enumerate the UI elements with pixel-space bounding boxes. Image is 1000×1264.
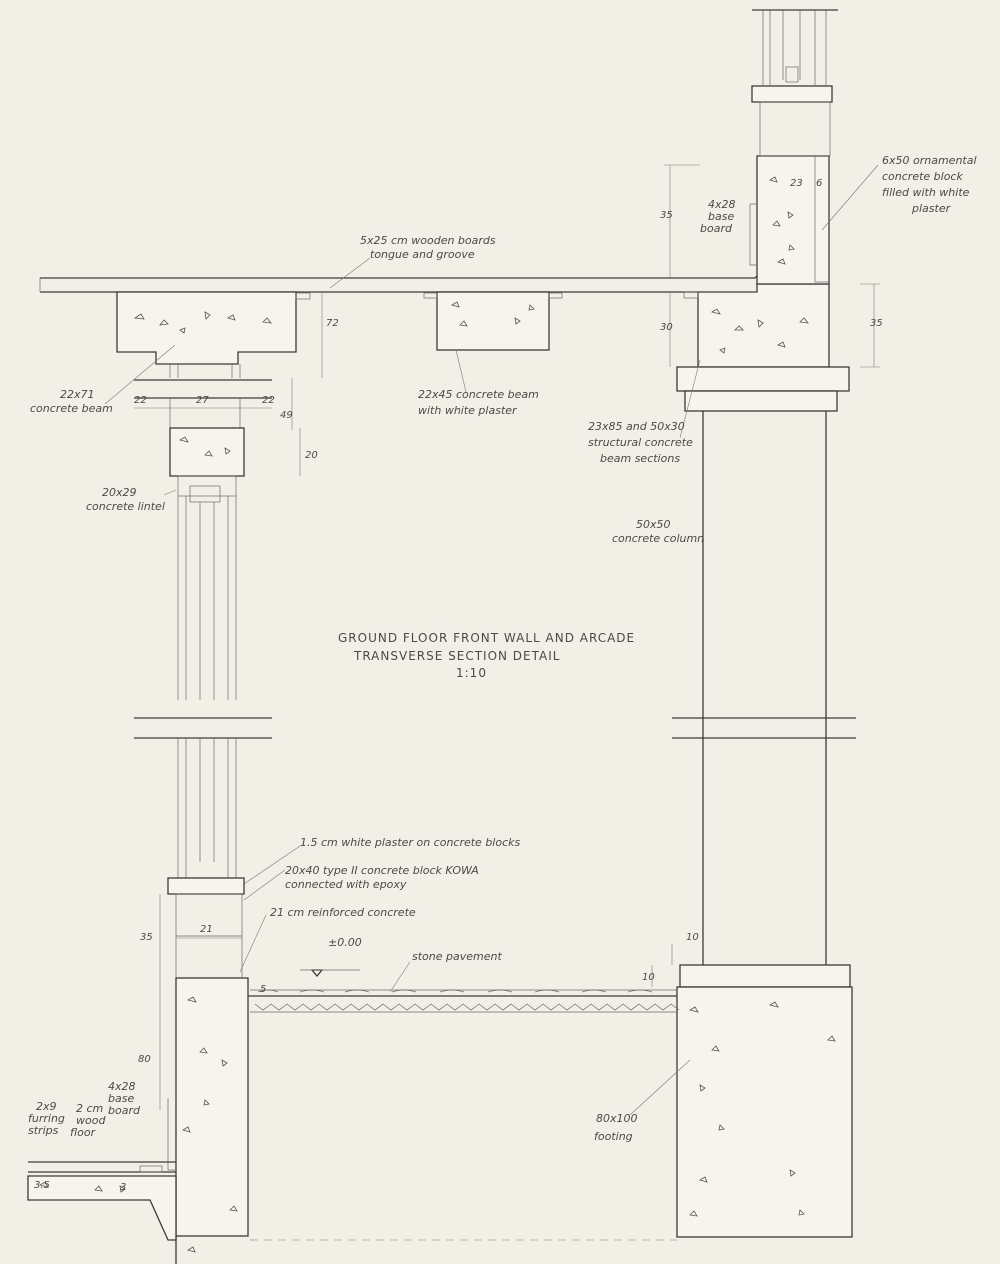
svg-text:5: 5 xyxy=(260,984,266,995)
beam-22x45 xyxy=(423,291,563,351)
label-beam-22x71: 22x71 xyxy=(60,388,95,401)
svg-text:22: 22 xyxy=(262,395,275,406)
label-reinforced-concrete: 21 cm reinforced concrete xyxy=(270,906,416,919)
footing xyxy=(676,986,853,1238)
svg-text:23: 23 xyxy=(790,178,803,189)
label-lintel: 20x29 xyxy=(102,486,137,499)
label-furring-strips: 2x9 xyxy=(36,1100,57,1113)
svg-text:footing: footing xyxy=(594,1130,633,1143)
ornamental-block xyxy=(749,155,830,285)
annotations: 6x50 ornamental concrete block filled wi… xyxy=(28,154,977,1143)
beam-22x71 xyxy=(116,291,311,365)
svg-text:10: 10 xyxy=(642,972,655,983)
svg-text:board: board xyxy=(108,1104,141,1117)
label-beam-22x45: 22x45 concrete beam xyxy=(418,388,539,401)
floor-slab xyxy=(39,264,769,293)
svg-text:35: 35 xyxy=(140,932,153,943)
drawing-scale: 1:10 xyxy=(456,666,487,680)
svg-text:10: 10 xyxy=(686,932,699,943)
dimension-lines xyxy=(134,164,880,1110)
svg-text:concrete beam: concrete beam xyxy=(30,402,113,415)
label-plaster: 1.5 cm white plaster on concrete blocks xyxy=(300,836,521,849)
column xyxy=(672,366,856,988)
svg-text:20: 20 xyxy=(305,450,318,461)
svg-text:strips: strips xyxy=(28,1124,59,1137)
svg-text:plaster: plaster xyxy=(911,202,952,215)
svg-text:30: 30 xyxy=(660,322,673,333)
pavement xyxy=(248,969,680,1241)
svg-text:concrete column: concrete column xyxy=(612,532,704,545)
label-wood-floor: 2 cm xyxy=(76,1102,103,1115)
drawing-title: GROUND FLOOR FRONT WALL AND ARCADE xyxy=(338,631,635,645)
svg-text:connected with epoxy: connected with epoxy xyxy=(285,878,407,891)
svg-text:base: base xyxy=(708,210,734,223)
svg-text:base: base xyxy=(108,1092,134,1105)
svg-text:80: 80 xyxy=(138,1054,151,1065)
drawing-subtitle: TRANSVERSE SECTION DETAIL xyxy=(353,649,560,663)
right-beam xyxy=(683,283,830,368)
label-concrete-block: 20x40 type II concrete block KOWA xyxy=(285,864,479,877)
svg-text:with white plaster: with white plaster xyxy=(418,404,518,417)
svg-text:22: 22 xyxy=(134,395,147,406)
svg-text:21: 21 xyxy=(200,924,213,935)
label-level: ±0.00 xyxy=(328,936,362,949)
dimension-values: 23 6 35 35 30 72 22 27 22 49 20 21 35 10… xyxy=(34,178,883,1193)
label-base-board-bottom: 4x28 xyxy=(108,1080,136,1093)
svg-text:concrete block: concrete block xyxy=(882,170,963,183)
inner-floor xyxy=(27,1161,177,1241)
svg-text:27: 27 xyxy=(196,395,209,406)
label-structural-beams: 23x85 and 50x30 xyxy=(588,420,685,433)
svg-text:72: 72 xyxy=(326,318,339,329)
svg-text:35: 35 xyxy=(870,318,883,329)
label-column: 50x50 xyxy=(636,518,671,531)
label-wooden-boards: 5x25 cm wooden boards xyxy=(360,234,496,247)
svg-text:6: 6 xyxy=(816,178,822,189)
svg-text:49: 49 xyxy=(280,410,293,421)
svg-text:wood: wood xyxy=(76,1114,106,1127)
svg-text:floor: floor xyxy=(70,1126,97,1139)
svg-text:furring: furring xyxy=(28,1112,65,1125)
label-footing: 80x100 xyxy=(596,1112,638,1125)
svg-text:tongue and groove: tongue and groove xyxy=(370,248,475,261)
left-wall xyxy=(134,364,272,1264)
label-pavement: stone pavement xyxy=(412,950,502,963)
svg-text:35: 35 xyxy=(660,210,673,221)
upper-wall xyxy=(751,9,838,157)
label-ornamental-block: 6x50 ornamental xyxy=(882,154,977,167)
svg-text:structural concrete: structural concrete xyxy=(588,436,693,449)
svg-text:board: board xyxy=(700,222,733,235)
svg-text:concrete lintel: concrete lintel xyxy=(86,500,165,513)
svg-text:beam sections: beam sections xyxy=(600,452,680,465)
svg-text:3: 3 xyxy=(120,1182,126,1193)
leader-lines xyxy=(104,164,879,1116)
svg-text:3.5: 3.5 xyxy=(34,1180,50,1191)
label-base-board-top: 4x28 xyxy=(708,198,736,211)
svg-text:filled with white: filled with white xyxy=(882,186,970,199)
